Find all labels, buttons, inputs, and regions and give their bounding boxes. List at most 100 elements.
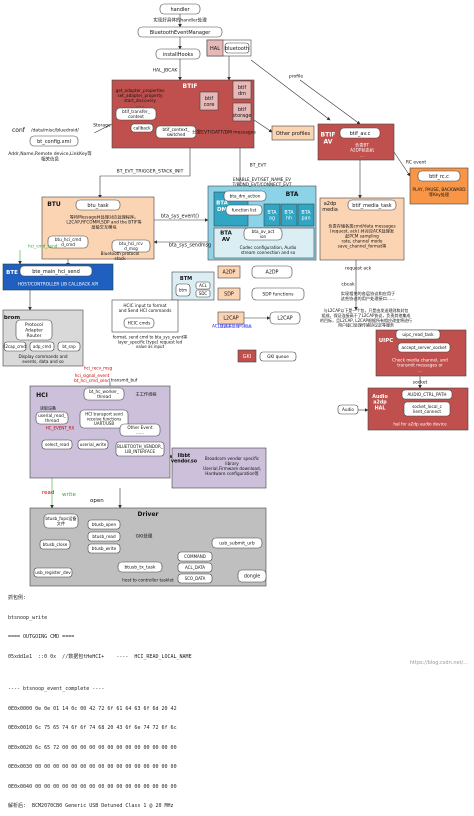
l2cap-node <box>217 311 245 325</box>
bte-main-hci-send-node <box>19 265 93 277</box>
accept-server-socket-node-label: accept_server_socket <box>401 345 446 350</box>
btu-task-node-label: btu_task <box>87 203 108 209</box>
gki-node <box>237 349 257 363</box>
handler-note: 实现好具体的handler处理 <box>153 17 207 24</box>
bluetooth-node <box>224 42 250 54</box>
select-read-node <box>41 439 73 450</box>
bte-main-hci-send-node-label: bte_main_hci_send <box>32 269 80 275</box>
function-list-node-label: function list <box>232 207 257 212</box>
log-line-5: ---- btsnoop_event_complete ---- <box>8 686 105 692</box>
acl-node-label: ACL <box>199 283 207 288</box>
log-line-0: 抓包例: <box>8 595 27 601</box>
usb-register-dev-node-label: usb_register_dev <box>35 570 71 575</box>
tasklet-note: host to controller tasklet <box>122 577 174 582</box>
audio-ctrl-path-node <box>401 389 453 400</box>
other-profiles-node <box>271 125 315 141</box>
hci-label: HCI <box>36 392 48 399</box>
btm-node-label: btm <box>179 287 187 292</box>
data-ready-label: HC_EVENT_RX <box>46 425 75 430</box>
bta-av-action-node <box>243 227 283 241</box>
btif-av-node <box>339 127 381 139</box>
usb-submit-urb-node <box>211 537 263 549</box>
connector <box>98 148 191 199</box>
bt-evt-label: BT_EVT <box>250 163 267 169</box>
bt-config-node-label: bt_config.xml <box>37 139 71 145</box>
bta-sys-event-label: bta_sys_event() <box>161 214 199 220</box>
l2cap-note: 与L2CAP以下是一个包，只是由发送规则和封包组成，保证连接高于了L2CAP协议… <box>320 307 412 327</box>
btu-hci-rcv-node <box>111 239 151 253</box>
btif-storage-node <box>232 102 252 122</box>
select-read-node-label: select_read <box>45 442 69 447</box>
btm-label: BTM <box>180 276 192 282</box>
btu-task-node <box>75 199 121 211</box>
l2cap-node-label: L2CAP <box>223 316 238 322</box>
userial-write-node-label: userial_write <box>80 442 107 447</box>
log-line-11: 解析后: BCM2070CB0 Generic USB Detuned Clas… <box>8 803 174 809</box>
btif-top-title: BTIF <box>183 83 198 90</box>
btu-label: BTU <box>47 201 61 208</box>
bta-hh-node <box>280 203 298 227</box>
btif-av-node-label: btif_av.c <box>350 131 371 137</box>
architecture-diagram: handler实现好具体的handler处理BluetoothEventMana… <box>2 3 469 587</box>
transport-node <box>79 409 129 429</box>
hal-node-label: HAL <box>210 46 220 52</box>
hal-node <box>206 39 224 57</box>
driver-label: Driver <box>138 511 159 518</box>
media-task-node-label: btif_media_task <box>352 203 391 209</box>
command-node-label: COMMAND <box>184 554 206 559</box>
hal-jbcak-label: HAL_JBCAK <box>153 68 179 74</box>
audio-source-node <box>337 404 359 415</box>
hcic-cmds-node <box>123 317 155 329</box>
bta-pan-node <box>297 203 315 227</box>
read-msg-label: 读取设备 <box>40 404 56 410</box>
hci-cmd-send-label: hci_cmd_send <box>28 243 58 248</box>
worker-thread-node <box>83 387 125 401</box>
uipc-read-task-node-label: uipc_read_task <box>402 332 434 337</box>
btusb-open-node-label: btusb_open <box>92 522 117 527</box>
bta-av-box <box>213 227 315 259</box>
installhooks-node <box>155 48 201 60</box>
bte-label: BTE <box>6 270 18 276</box>
usb-register-dev-node <box>33 567 73 578</box>
read-label: read <box>42 490 54 496</box>
log-line-9: 0E0x0030 00 00 00 00 00 00 00 00 00 00 0… <box>8 764 177 770</box>
bta-label: BTA <box>286 191 299 198</box>
sniff-log: 抓包例: btsnoop_write ==== OUTGOING CMD ===… <box>8 582 468 816</box>
other-event-node <box>119 423 161 437</box>
avdtp-node-label: A2DP <box>266 270 279 276</box>
audio-source-node-label: Audio <box>342 407 354 412</box>
transmit-buf-label: transmit_buf <box>111 377 138 382</box>
acl-data-node-label: ACL_DATA <box>185 565 205 570</box>
bluetooth-node-label: bluetooth <box>225 46 249 52</box>
sco-data-node <box>177 573 213 584</box>
profile-label: profile <box>289 74 303 80</box>
userial-read-thread-node <box>35 411 69 425</box>
gki-queue-node <box>259 351 297 362</box>
btu-desc: 等待Message并处理对应处理程序。L2CAP,RFCOMM,SDP and … <box>66 213 141 230</box>
btusb-read-node <box>87 531 121 542</box>
log-line-3: 05xdd1e1 ::0 0x //数据包tHeHCI+ ---- HCI_RE… <box>8 653 192 660</box>
dongle-node-label: dongle <box>244 574 260 580</box>
dongle-node <box>237 569 267 583</box>
btif-msg-note: 分发EVT/GATT/DM messages <box>192 129 256 136</box>
btif-core-node <box>199 91 219 111</box>
log-line-6: 0E0x0000 0e 0e 01 14 0c 00 42 72 6f 61 6… <box>8 705 177 712</box>
connector <box>250 59 331 121</box>
bta-ag-node <box>263 203 281 227</box>
vendor-lib-interface-node-label: BLUETOOTH_VENDOR_LIB_INTERFACE <box>117 444 164 454</box>
protocol-router-node <box>15 319 53 341</box>
l2cap-fn-node <box>269 311 301 325</box>
transfer-context-node <box>115 107 157 121</box>
log-line-1: btsnoop_write <box>8 614 48 621</box>
sdp-node <box>217 287 241 301</box>
